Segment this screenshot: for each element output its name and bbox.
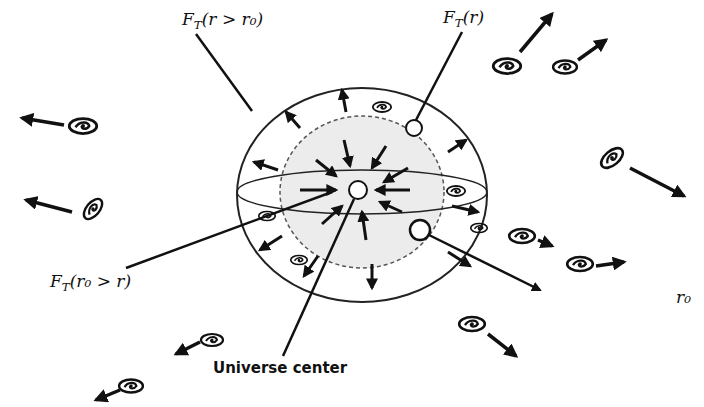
inward-arrows: [300, 140, 410, 240]
leader-lines: [126, 32, 540, 356]
sphere: [237, 88, 487, 302]
outward-arrows: [254, 90, 478, 288]
expansion-arrows: [22, 14, 684, 400]
force-label: FT(r₀ > r): [50, 272, 131, 294]
outer-galaxies: [69, 59, 626, 393]
radius-label: r₀: [676, 288, 691, 307]
center-label: Universe center: [213, 360, 347, 377]
force-label: FT(r > r₀): [182, 10, 263, 32]
force-label: FT(r): [443, 8, 484, 30]
inner-galaxies: [259, 102, 488, 265]
